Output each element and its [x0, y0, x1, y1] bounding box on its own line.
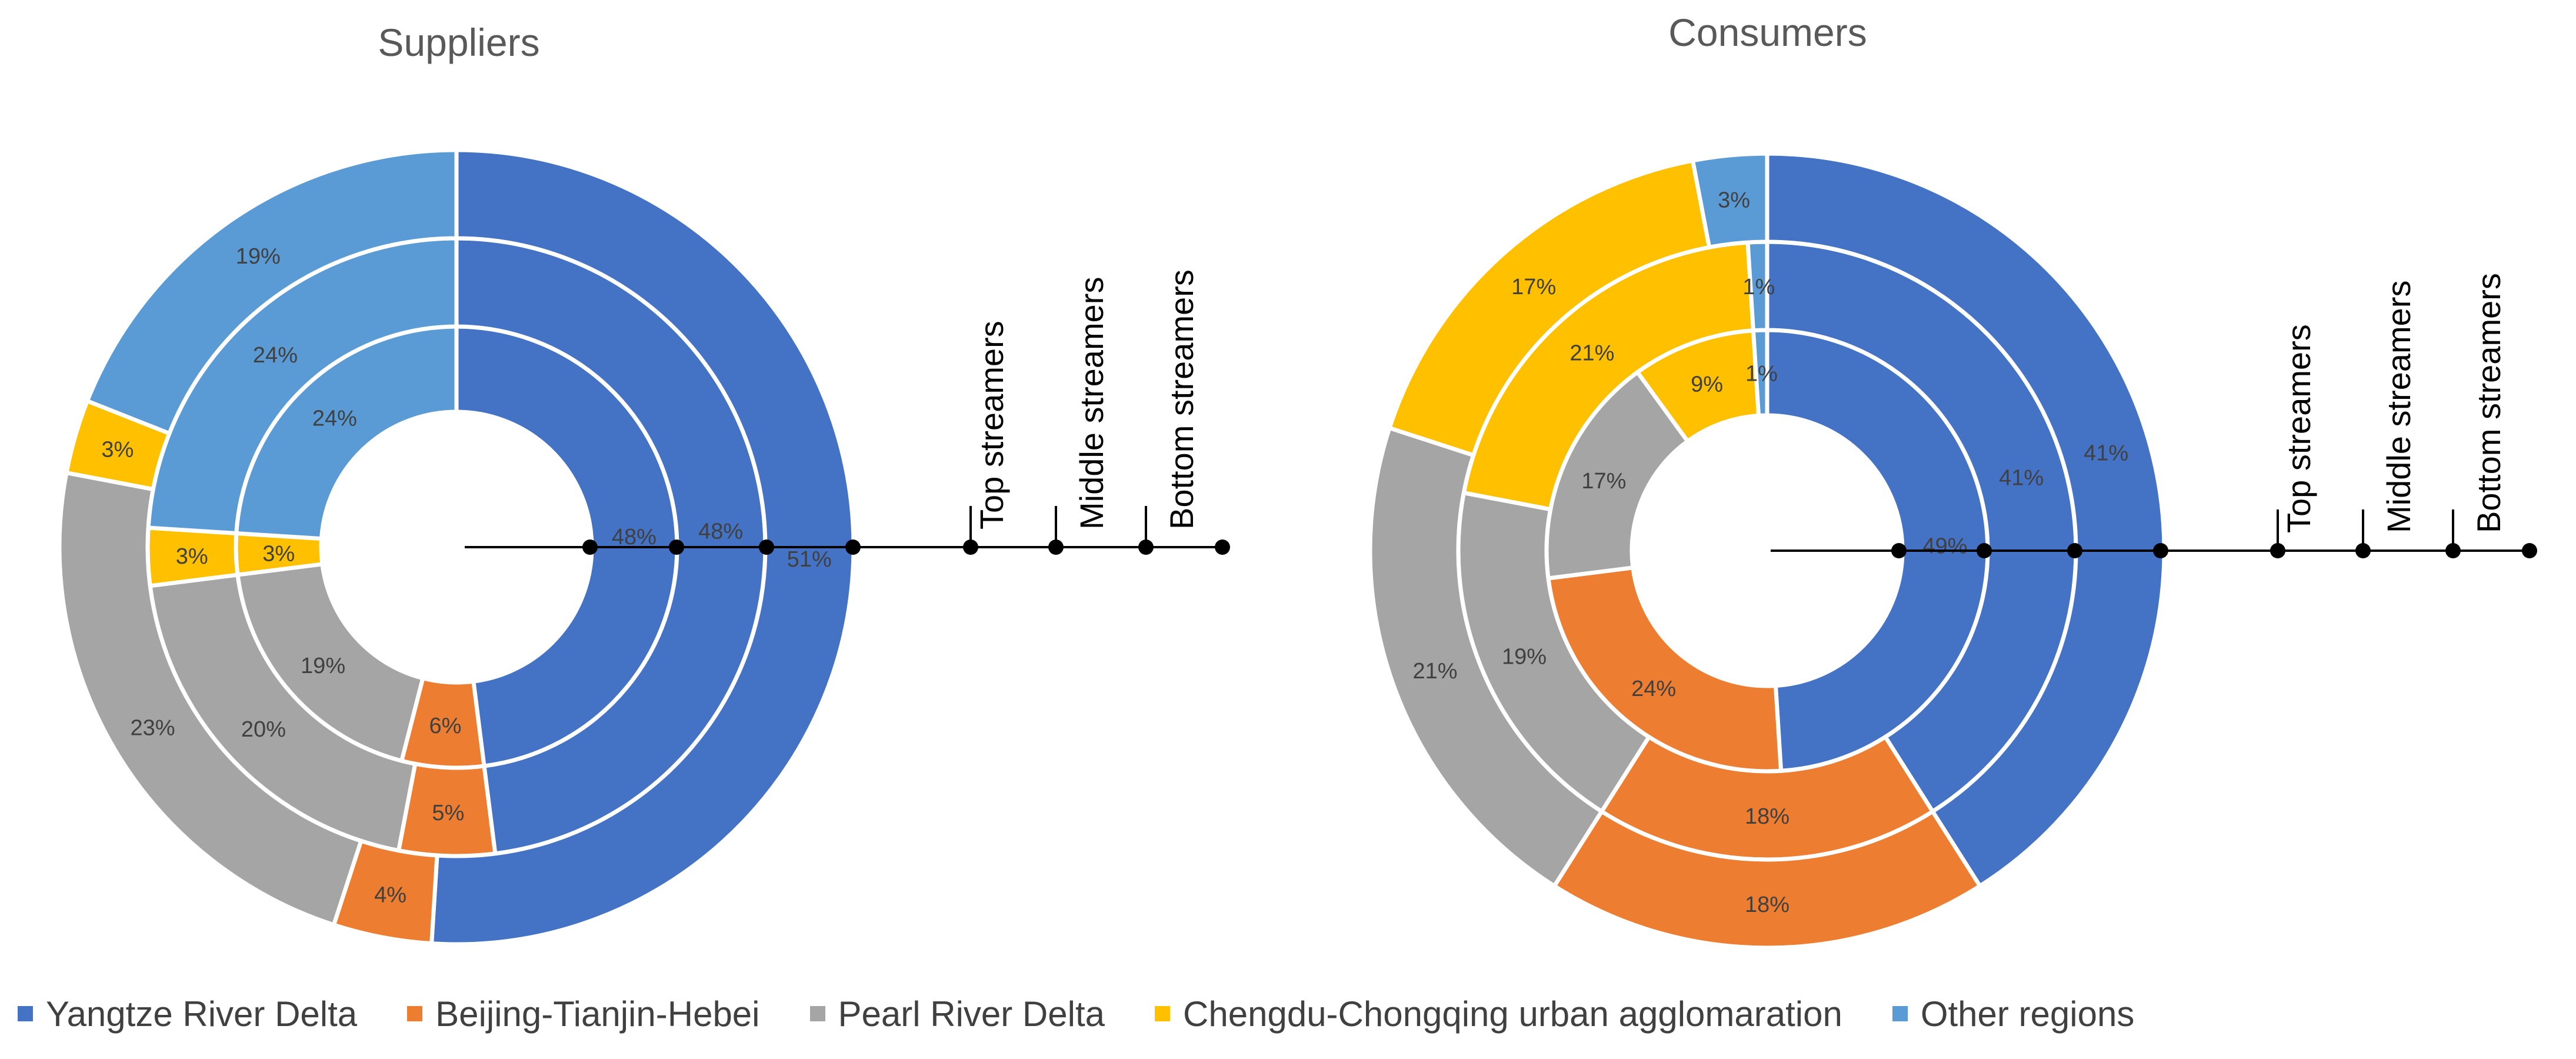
ring-2-label-0: 41%: [2084, 441, 2128, 466]
axis-label-2: Bottom streamers: [2470, 273, 2507, 533]
ring-2-slice-0: [1765, 151, 2167, 889]
axis-label-0: Top streamers: [973, 321, 1010, 530]
ring-0-label-3: 9%: [1691, 372, 1723, 397]
axis-label-0: Top streamers: [2280, 324, 2317, 533]
legend-label-pearl: Pearl River Delta: [838, 994, 1105, 1034]
ring-1-label-0: 48%: [698, 519, 743, 544]
ring-0-label-0: 49%: [1922, 534, 1967, 558]
axis-dot-0: [1891, 543, 1907, 558]
axis-dot-2: [2067, 543, 2082, 558]
ring-2-label-2: 21%: [1412, 659, 1457, 684]
ring-0-label-4: 24%: [312, 406, 357, 431]
ring-2-label-3: 3%: [101, 438, 134, 462]
ring-2-slice-0: [429, 148, 856, 947]
legend-swatch-chengdu: [1155, 1006, 1171, 1021]
ring-2-label-1: 18%: [1745, 893, 1789, 917]
ring-1-label-3: 3%: [176, 544, 208, 569]
legend-swatch-pearl: [809, 1006, 825, 1021]
axis-label-1: Middle streamers: [1073, 277, 1110, 530]
axis-dot-3: [845, 540, 861, 555]
ring-0-label-1: 24%: [1631, 677, 1676, 701]
ring-2-label-1: 4%: [374, 883, 406, 907]
axis-dot-0: [582, 540, 598, 555]
legend-label-yangtze: Yangtze River Delta: [46, 994, 358, 1034]
donut-chart-consumers: Consumers 49% 24% 17% 9% 1% 41% 18% 19% 21% 1% 41% 1…: [1368, 11, 2537, 950]
axis-dot-1: [669, 540, 684, 555]
legend-label-chengdu: Chengdu-Chongqing urban agglomaration: [1183, 994, 1842, 1034]
axis-dot-3: [2153, 543, 2168, 558]
ring-2-label-3: 17%: [1511, 275, 1556, 299]
legend-swatch-yangtze: [18, 1006, 33, 1021]
ring-0-label-2: 17%: [1581, 469, 1626, 494]
ring-1-label-4: 24%: [253, 343, 298, 368]
ring-1-label-1: 5%: [432, 801, 464, 825]
ring-1-label-2: 20%: [241, 717, 286, 742]
legend-label-other: Other regions: [1920, 994, 2135, 1034]
legend-swatch-beijing: [407, 1006, 423, 1021]
ring-2-label-0: 51%: [787, 547, 832, 572]
axis-dot-2: [759, 540, 774, 555]
chart-title: Consumers: [1668, 11, 1867, 54]
donut-chart-suppliers: Suppliers 48% 6% 19% 3% 24% 48% 5% 20% 3% 24% 51% 4%…: [57, 21, 1230, 947]
legend: Yangtze River Delta Beijing-Tianjin-Hebe…: [18, 987, 2571, 1040]
ring-1-label-0: 41%: [1999, 465, 2044, 490]
legend-item-chengdu: Chengdu-Chongqing urban agglomaration: [1155, 994, 1842, 1034]
axis-dot-1: [1977, 543, 1992, 558]
ring-1-label-4: 1%: [1742, 275, 1775, 299]
ring-0-label-3: 3%: [262, 542, 295, 567]
legend-item-pearl: Pearl River Delta: [809, 994, 1105, 1034]
ring-1-label-1: 18%: [1745, 804, 1789, 829]
ring-0-label-0: 48%: [612, 525, 657, 550]
legend-label-beijing: Beijing-Tianjin-Hebei: [435, 994, 760, 1034]
axis-label-2: Bottom streamers: [1163, 269, 1200, 530]
ring-2-label-4: 3%: [1718, 188, 1750, 213]
chart-title: Suppliers: [378, 21, 539, 64]
ring-2-slice-2: [1368, 425, 1605, 889]
legend-swatch-other: [1892, 1006, 1908, 1021]
ring-0-label-4: 1%: [1745, 362, 1778, 387]
ring-0-label-2: 19%: [301, 654, 345, 678]
axis-label-1: Middle streamers: [2380, 281, 2417, 533]
legend-item-yangtze: Yangtze River Delta: [18, 994, 357, 1034]
ring-0-label-1: 6%: [429, 714, 462, 738]
axis-dot-7: [2522, 543, 2537, 558]
legend-item-beijing: Beijing-Tianjin-Hebei: [407, 994, 760, 1034]
ring-2-label-4: 19%: [236, 244, 281, 269]
axis-dot-7: [1215, 540, 1230, 555]
ring-2-slice-4: [84, 148, 459, 437]
ring-1-label-2: 19%: [1502, 645, 1547, 670]
ring-2-slice-2: [57, 470, 364, 928]
ring-2-label-2: 23%: [131, 715, 175, 740]
ring-1-label-3: 21%: [1569, 341, 1614, 365]
legend-item-other: Other regions: [1892, 994, 2135, 1034]
ring-2-slice-4: [1690, 151, 1769, 250]
